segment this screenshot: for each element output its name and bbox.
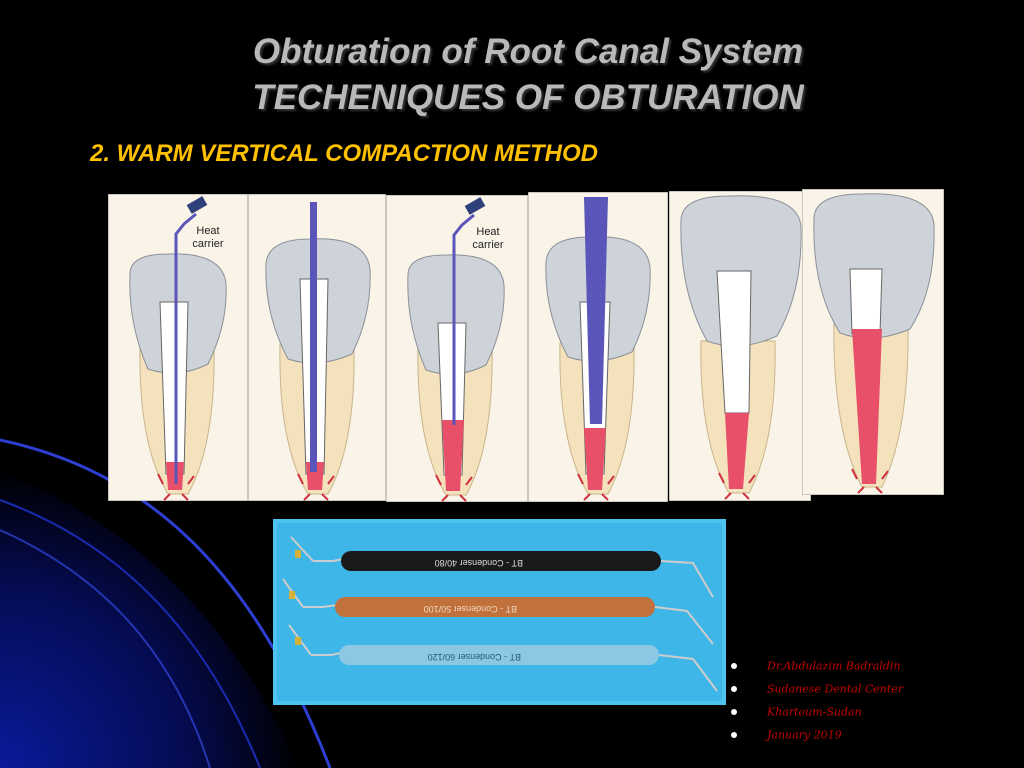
slide-title-line2: TECHENIQUES OF OBTURATION	[252, 78, 804, 117]
instrument-label: BT - Condenser 60/120	[428, 652, 521, 662]
section-heading: 2. WARM VERTICAL COMPACTION METHOD	[90, 140, 599, 167]
list-item: Sudanese Dental Center	[731, 677, 903, 700]
condenser-instrument-1: BT - Condenser 40/80	[290, 536, 714, 598]
bullet-icon	[731, 685, 737, 692]
tooth-panel-2	[248, 194, 386, 501]
tooth-panel-5	[669, 191, 811, 501]
heat-label: Heat	[476, 226, 499, 238]
list-item: Khartoum-Sudan	[731, 700, 903, 723]
author-credits: Dr.Abdulazim Badraldin Sudanese Dental C…	[731, 654, 903, 746]
carrier-label: carrier	[472, 239, 504, 251]
heat-label: Heat	[196, 225, 219, 237]
slide-title: Obturation of Root Canal System	[252, 32, 804, 71]
condenser-instrument-3: BT - Condenser 60/120	[288, 624, 718, 692]
tooth-panel-6	[802, 189, 944, 495]
instrument-label: BT - Condenser 50/100	[424, 604, 517, 614]
condenser-instrument-2: BT - Condenser 50/100	[282, 578, 714, 645]
carrier-label: carrier	[192, 238, 224, 250]
bullet-icon	[731, 708, 737, 715]
list-item: January 2019	[731, 723, 903, 746]
tooth-panel-4	[528, 192, 668, 502]
condenser-instruments-photo: BT - Condenser 40/80 BT - Condenser 50/1…	[273, 519, 726, 705]
list-item: Dr.Abdulazim Badraldin	[731, 654, 903, 677]
bullet-icon	[731, 731, 737, 738]
tooth-panel-3: Heat carrier	[386, 195, 528, 502]
tooth-panel-1: Heat carrier	[108, 194, 248, 501]
bullet-icon	[731, 662, 737, 669]
instrument-label: BT - Condenser 40/80	[435, 558, 523, 568]
